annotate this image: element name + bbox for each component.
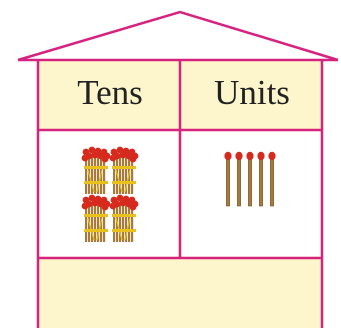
matchstick-bundle-icon [81, 194, 111, 242]
matchstick-bundle-icon [81, 146, 111, 194]
matchstick-icon [246, 151, 254, 207]
tens-cell [39, 131, 179, 257]
tens-bundles [81, 146, 139, 242]
house-roof [17, 10, 339, 62]
matchstick-bundle-icon [109, 194, 139, 242]
matchstick-icon [235, 151, 243, 207]
matchstick-bundle-icon [109, 146, 139, 194]
tens-label: Tens [77, 73, 143, 112]
matchstick-icon [257, 151, 265, 207]
matchstick-icon [224, 151, 232, 207]
units-matchsticks [224, 151, 276, 207]
units-label: Units [214, 73, 290, 112]
matchstick-icon [268, 151, 276, 207]
